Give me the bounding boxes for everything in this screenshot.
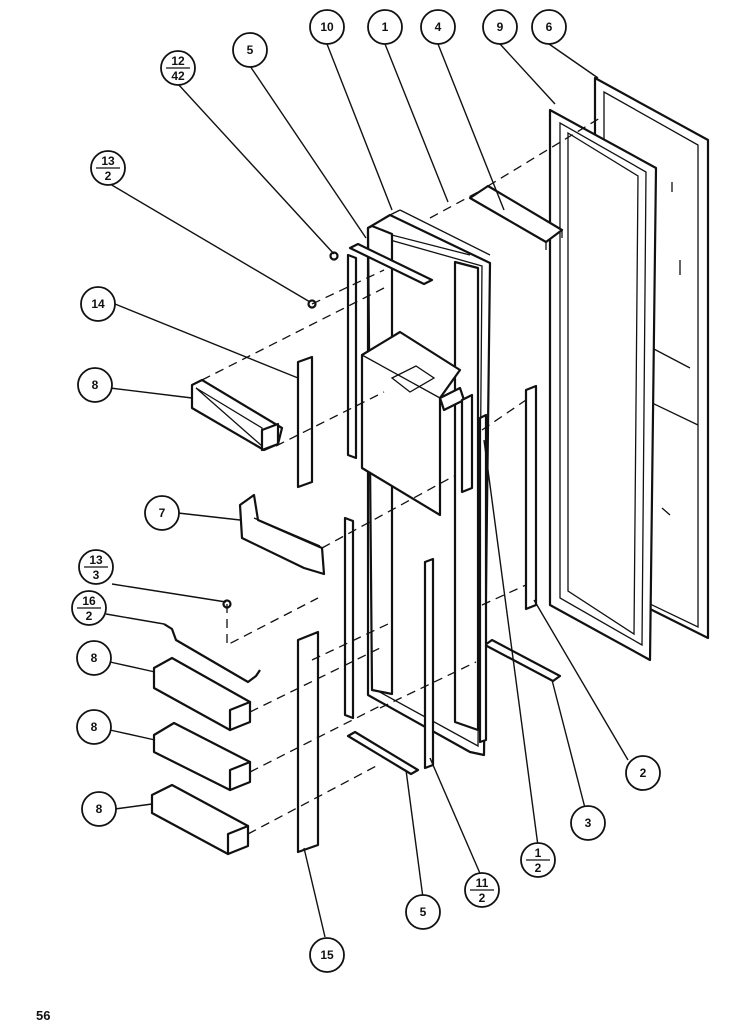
callout-16-2: 16 2 bbox=[71, 590, 107, 626]
callout-11-2: 11 2 bbox=[464, 872, 500, 908]
leader-lines bbox=[105, 43, 629, 938]
side-trim-left-lower bbox=[343, 516, 355, 720]
svg-text:8: 8 bbox=[91, 720, 98, 734]
callout-1: 1 bbox=[367, 9, 403, 45]
svg-text:3: 3 bbox=[585, 816, 592, 830]
svg-text:9: 9 bbox=[497, 20, 504, 34]
svg-text:15: 15 bbox=[320, 948, 334, 962]
shelf-rod-16 bbox=[163, 623, 261, 684]
svg-text:12: 12 bbox=[171, 54, 185, 68]
door-liner-panel bbox=[468, 184, 564, 250]
callout-8-a: 8 bbox=[76, 640, 112, 676]
shelf-rail-2 bbox=[524, 384, 538, 611]
side-trim-left-upper bbox=[346, 253, 358, 460]
shelf-rail-11-2 bbox=[423, 557, 435, 770]
door-shelf-8-upper bbox=[190, 378, 284, 452]
callout-5-bottom: 5 bbox=[405, 894, 441, 930]
svg-text:11: 11 bbox=[476, 876, 489, 890]
svg-text:3: 3 bbox=[93, 568, 100, 582]
trim-14 bbox=[296, 355, 314, 489]
callout-1-2: 1 2 bbox=[520, 842, 556, 878]
door-shelf-8-a bbox=[152, 656, 252, 732]
svg-text:14: 14 bbox=[91, 297, 105, 311]
svg-text:6: 6 bbox=[546, 20, 553, 34]
inner-trim-right bbox=[460, 393, 474, 494]
callout-12-42: 12 42 bbox=[160, 50, 196, 86]
svg-text:1: 1 bbox=[382, 20, 389, 34]
bottom-trim-5 bbox=[346, 730, 420, 776]
svg-text:13: 13 bbox=[101, 154, 115, 168]
top-trim-5 bbox=[348, 242, 434, 286]
svg-text:2: 2 bbox=[86, 609, 93, 623]
svg-text:2: 2 bbox=[105, 169, 112, 183]
callout-6: 6 bbox=[531, 9, 567, 45]
callout-8-upper: 8 bbox=[77, 367, 113, 403]
callout-13-3: 13 3 bbox=[78, 549, 114, 585]
callout-14: 14 bbox=[80, 286, 116, 322]
svg-text:10: 10 bbox=[320, 20, 334, 34]
inner-strip-right bbox=[478, 413, 488, 744]
callout-9: 9 bbox=[482, 9, 518, 45]
svg-text:8: 8 bbox=[92, 378, 99, 392]
callout-3: 3 bbox=[570, 805, 606, 841]
svg-text:2: 2 bbox=[535, 861, 542, 875]
svg-text:5: 5 bbox=[247, 43, 254, 57]
callout-10: 10 bbox=[309, 9, 345, 45]
callout-5-top: 5 bbox=[232, 32, 268, 68]
assembly-lines bbox=[201, 117, 601, 835]
callout-4: 4 bbox=[420, 9, 456, 45]
callout-13-2-upper: 13 2 bbox=[90, 150, 126, 186]
dairy-door-7 bbox=[238, 493, 326, 576]
svg-text:8: 8 bbox=[91, 651, 98, 665]
callout-8-b: 8 bbox=[76, 709, 112, 745]
door-shelf-8-c bbox=[150, 783, 250, 856]
svg-text:13: 13 bbox=[89, 553, 103, 567]
callout-8-c: 8 bbox=[81, 791, 117, 827]
page-number: 56 bbox=[36, 1008, 51, 1023]
callout-2: 2 bbox=[625, 755, 661, 791]
svg-text:1: 1 bbox=[535, 846, 542, 860]
svg-text:7: 7 bbox=[159, 506, 166, 520]
screw-12-42 bbox=[329, 251, 339, 261]
svg-text:5: 5 bbox=[420, 905, 427, 919]
bottom-trim-3 bbox=[483, 638, 562, 683]
svg-text:4: 4 bbox=[435, 20, 442, 34]
svg-text:8: 8 bbox=[96, 802, 103, 816]
svg-text:2: 2 bbox=[479, 891, 486, 905]
callout-7: 7 bbox=[144, 495, 180, 531]
svg-text:2: 2 bbox=[640, 766, 647, 780]
door-shelf-8-b bbox=[152, 721, 252, 792]
svg-text:42: 42 bbox=[171, 69, 185, 83]
svg-text:16: 16 bbox=[82, 594, 96, 608]
callout-15: 15 bbox=[309, 937, 345, 973]
door-gasket bbox=[548, 108, 658, 662]
dispenser-housing bbox=[360, 330, 466, 517]
